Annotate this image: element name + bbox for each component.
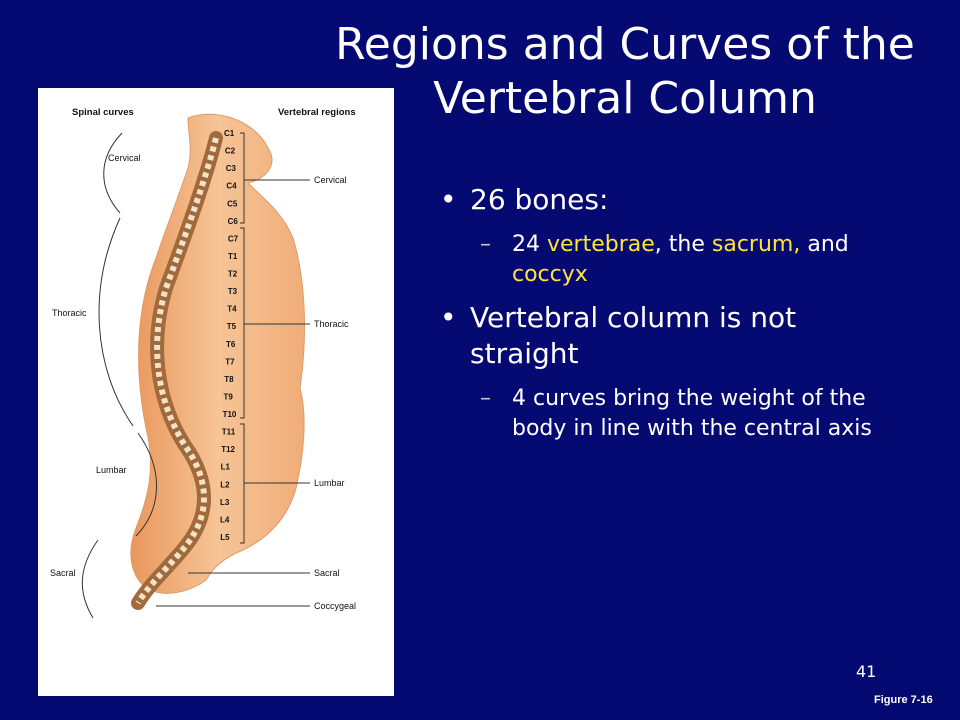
spine-bodies bbox=[135, 137, 219, 605]
bullet-26-bones: •26 bones: bbox=[440, 183, 609, 216]
arc-sacral bbox=[81, 539, 99, 619]
vertebra-label-l1: L1 bbox=[221, 463, 231, 472]
page-number: 41 bbox=[856, 662, 877, 681]
heading-vertebral-regions: Vertebral regions bbox=[278, 107, 356, 118]
curve-label-cervical: Cervical bbox=[108, 153, 141, 163]
curve-label-sacral: Sacral bbox=[50, 568, 76, 578]
vertebra-label-t5: T5 bbox=[227, 322, 237, 331]
spine-illustration: Spinal curves Vertebral regions Cervical… bbox=[50, 107, 356, 619]
vertebra-label-t8: T8 bbox=[224, 375, 234, 384]
term-sacrum: sacrum, bbox=[711, 232, 801, 257]
vertebra-label-l5: L5 bbox=[220, 533, 230, 542]
vertebra-label-l3: L3 bbox=[220, 498, 230, 507]
vertebra-label-t9: T9 bbox=[224, 393, 234, 402]
region-label-cervical: Cervical bbox=[314, 175, 347, 185]
arc-lumbar bbox=[135, 432, 157, 537]
region-label-coccygeal: Coccygeal bbox=[314, 601, 356, 611]
bracket-lumbar bbox=[240, 423, 310, 544]
vertebra-label-t6: T6 bbox=[226, 340, 236, 349]
vertebra-label-c1: C1 bbox=[224, 129, 235, 138]
torso-silhouette bbox=[130, 113, 305, 594]
region-label-thoracic: Thoracic bbox=[314, 319, 349, 329]
vertebra-label-c2: C2 bbox=[225, 147, 236, 156]
bullet-list: •26 bones: –24 vertebrae, the sacrum, an… bbox=[440, 176, 910, 454]
term-vertebrae: vertebrae bbox=[547, 232, 655, 257]
figure-reference: Figure 7-16 bbox=[874, 694, 933, 706]
bracket-thoracic bbox=[240, 227, 310, 419]
vertebra-label-l4: L4 bbox=[220, 515, 230, 524]
vertebra-label-t10: T10 bbox=[223, 410, 237, 419]
vertebra-label-t7: T7 bbox=[225, 357, 235, 366]
vertebra-label-c3: C3 bbox=[226, 164, 237, 173]
vertebra-label-c5: C5 bbox=[227, 199, 238, 208]
vertebra-label-t3: T3 bbox=[228, 287, 238, 296]
vertebra-label-t11: T11 bbox=[222, 428, 236, 437]
slide-title: Regions and Curves of the Vertebral Colu… bbox=[335, 19, 915, 124]
vertebra-label-l2: L2 bbox=[220, 480, 230, 489]
vertebra-label-c7: C7 bbox=[228, 234, 239, 243]
arc-thoracic bbox=[98, 217, 134, 427]
vertebra-label-c4: C4 bbox=[226, 182, 237, 191]
vertebra-label-t12: T12 bbox=[221, 445, 235, 454]
curve-label-lumbar: Lumbar bbox=[96, 465, 127, 475]
bracket-cervical bbox=[240, 132, 310, 224]
arc-cervical bbox=[103, 132, 123, 214]
bullet-not-straight: •Vertebral column is not straight bbox=[440, 301, 797, 370]
vertebra-labels: C1C2C3C4C5C6C7T1T2T3T4T5T6T7T8T9T10T11T1… bbox=[220, 129, 239, 542]
region-label-sacral: Sacral bbox=[314, 568, 340, 578]
sub-bullet-four-curves: –4 curves bring the weight of the body i… bbox=[480, 386, 872, 441]
vertebra-label-t2: T2 bbox=[228, 270, 238, 279]
vertebra-label-c6: C6 bbox=[228, 217, 239, 226]
sub-bullet-bone-types: –24 vertebrae, the sacrum, and coccyx bbox=[480, 232, 849, 287]
region-label-lumbar: Lumbar bbox=[314, 478, 345, 488]
vertebra-label-t4: T4 bbox=[227, 305, 237, 314]
curve-label-thoracic: Thoracic bbox=[52, 308, 87, 318]
vertebra-label-t1: T1 bbox=[228, 252, 238, 261]
heading-spinal-curves: Spinal curves bbox=[72, 107, 134, 118]
term-coccyx: coccyx bbox=[512, 262, 588, 287]
spine-figure: Spinal curves Vertebral regions Cervical… bbox=[38, 88, 394, 696]
